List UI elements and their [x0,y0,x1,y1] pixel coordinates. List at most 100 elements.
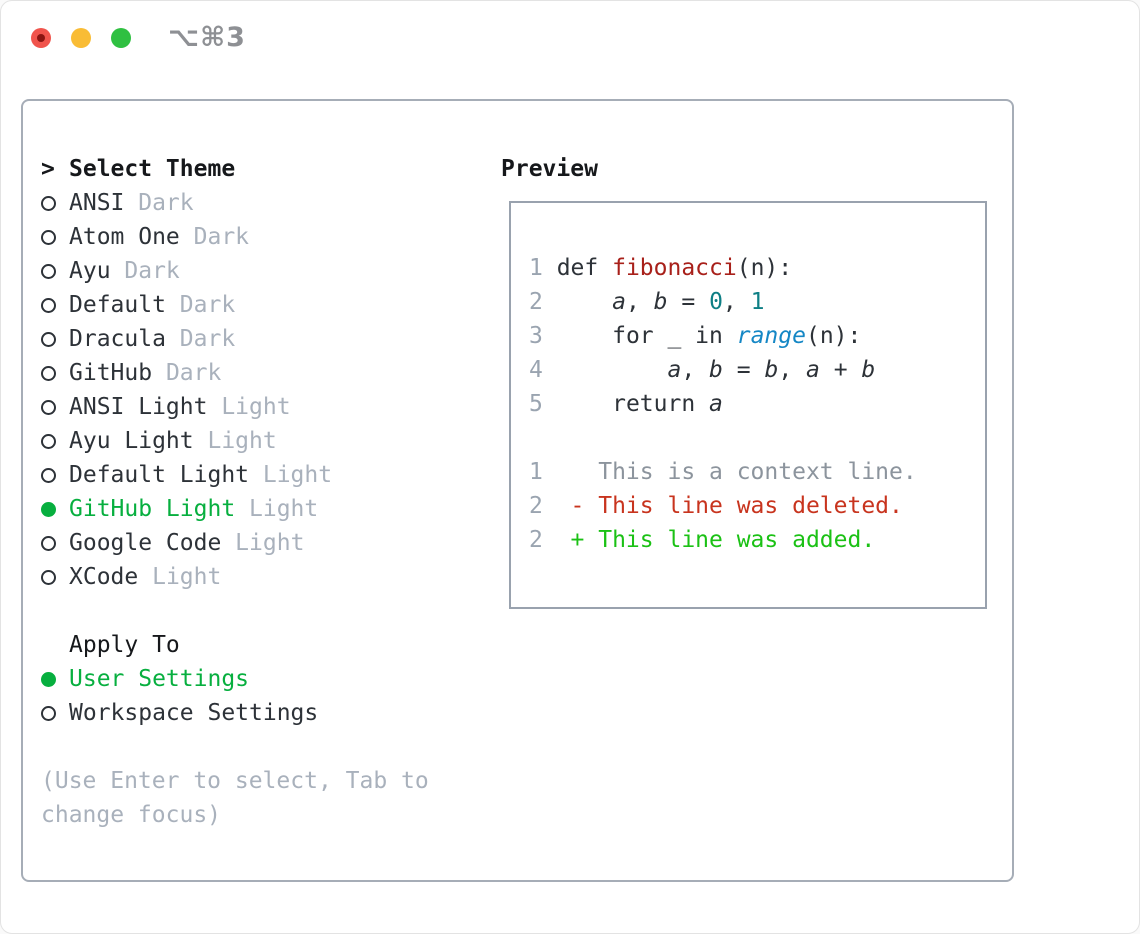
code-segment: b [653,289,668,315]
close-button[interactable] [31,28,51,48]
theme-variant: Light [193,428,277,454]
spacer [529,421,985,455]
theme-option[interactable]: ANSI Light Light [41,390,429,424]
code-segment: return [556,391,710,417]
theme-option[interactable]: Atom One Dark [41,220,429,254]
radio-icon [41,297,56,313]
apply-to-label: Workspace Settings [69,700,319,726]
theme-name: Ayu Light [69,428,194,454]
radio-icon [41,433,56,449]
radio-marker [41,229,69,245]
radio-marker [41,263,69,279]
apply-to-header-row: Apply To [41,628,429,662]
theme-variant: Light [249,462,333,488]
code-segment: 3 [529,323,557,349]
theme-name: GitHub Light [69,496,236,522]
theme-option[interactable]: Ayu Light Light [41,424,429,458]
titlebar: ⌥⌘3 [1,1,1139,76]
code-segment: for _ in [556,323,737,349]
code-segment: b [861,357,876,383]
apply-to-option[interactable]: User Settings [41,662,429,696]
code-segment: 4 [529,357,557,383]
radio-marker [41,433,69,449]
spacer [41,730,429,764]
edited-dot-icon [37,34,45,42]
radio-icon [41,331,56,347]
theme-option[interactable]: ANSI Dark [41,186,429,220]
theme-option[interactable]: Google Code Light [41,526,429,560]
theme-option[interactable]: GitHub Light Light [41,492,429,526]
theme-option[interactable]: Dracula Dark [41,322,429,356]
theme-name: Default [69,292,166,318]
radio-icon [41,569,56,585]
code-segment: + [819,357,862,383]
minimize-button[interactable] [71,28,91,48]
code-segment: 2 [529,493,571,519]
code-line: 2 a, b = 0, 1 [529,285,985,319]
theme-variant: Dark [165,326,236,352]
theme-variant: Dark [179,224,250,250]
theme-option[interactable]: Default Light Light [41,458,429,492]
diff-line: 2 - This line was deleted. [529,489,985,523]
code-segment: 1 [750,289,765,315]
theme-variant: Dark [152,360,222,386]
code-segment: 5 [529,391,557,417]
code-segment: , [722,289,751,315]
radio-marker [41,501,69,517]
code-segment: , [625,289,654,315]
radio-icon [41,263,56,279]
theme-option[interactable]: Default Dark [41,288,429,322]
code-segment: a [667,357,682,383]
theme-name: Atom One [69,224,180,250]
apply-to-label: User Settings [69,666,250,692]
theme-variant: Light [235,496,319,522]
radio-marker [41,705,69,721]
code-segment [557,357,668,383]
code-segment: - This line was deleted. [570,493,903,519]
code-segment: = [667,289,710,315]
code-line: 5 return a [529,387,985,421]
code-segment: 0 [709,289,723,315]
preview-header: Preview [501,156,598,182]
theme-option[interactable]: Ayu Dark [41,254,429,288]
code-line: 4 a, b = b, a + b [529,353,985,387]
code-segment: b [764,357,779,383]
radio-marker [41,195,69,211]
code-segment: (n): [736,255,793,281]
theme-option[interactable]: GitHub Dark [41,356,429,390]
apply-to-header: Apply To [69,632,180,658]
code-segment: = [722,357,765,383]
code-segment: range [736,323,806,349]
apply-to-option[interactable]: Workspace Settings [41,696,429,730]
select-theme-header: Select Theme [69,156,236,182]
fullscreen-button[interactable] [111,28,131,48]
code-segment: (n): [805,323,862,349]
code-segment: 2 [529,289,557,315]
theme-name: ANSI Light [69,394,208,420]
cursor-icon: > [41,156,55,182]
radio-marker [41,331,69,347]
code-line: 1 def fibonacci(n): [529,251,985,285]
code-segment: 1 [529,459,571,485]
code-segment: a [612,289,626,315]
code-segment: fibonacci [612,255,737,281]
radio-icon [41,399,56,415]
code-segment: 1 [529,255,557,281]
code-segment: a [709,391,723,417]
select-theme-header-row: > Select Theme [41,152,429,186]
theme-option[interactable]: XCode Light [41,560,429,594]
code-segment: a [806,357,820,383]
theme-name: XCode [69,564,139,590]
code-line: 3 for _ in range(n): [529,319,985,353]
radio-icon [41,467,56,483]
radio-marker [41,365,69,381]
theme-variant: Light [207,394,291,420]
code-segment: def [556,255,613,281]
radio-marker [41,297,69,313]
code-segment [557,289,612,315]
